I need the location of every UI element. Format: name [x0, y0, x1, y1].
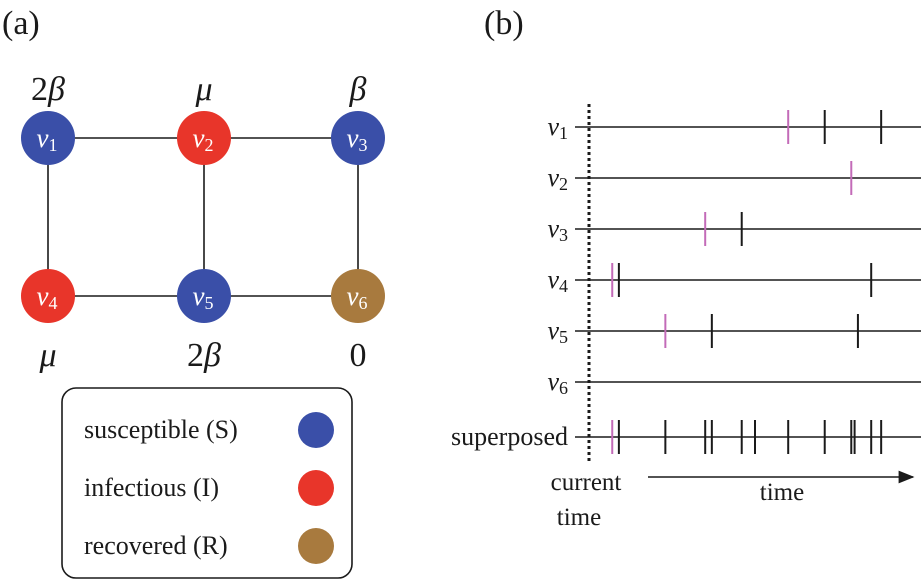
legend-swatch-s	[298, 412, 334, 448]
node-v5	[177, 269, 231, 323]
time-axis-label: time	[760, 479, 804, 506]
rate-label-v5: 2β	[187, 337, 221, 374]
row-label-v4: v4	[547, 265, 568, 296]
legend-swatch-i	[298, 470, 334, 506]
panel-a-label: (a)	[2, 5, 40, 42]
row-label-v5: v5	[547, 316, 568, 347]
rate-label-v4: μ	[38, 337, 56, 374]
current-time-label-2: time	[557, 504, 601, 531]
legend-box	[61, 387, 353, 579]
node-label-v3: v3	[347, 123, 368, 155]
legend-label-s: susceptible (S)	[84, 415, 238, 444]
node-label-v5: v5	[193, 281, 214, 313]
panel-b-label: (b)	[484, 5, 524, 42]
row-label-v1: v1	[547, 112, 568, 143]
node-label-v6: v6	[347, 281, 368, 313]
row-label-v6: v6	[547, 367, 568, 398]
node-v2	[177, 111, 231, 165]
current-time-label-1: current	[551, 469, 622, 496]
event-timeline: v1 v2 v3 v4 v5 v6 superposed	[451, 110, 921, 454]
legend-label-r: recovered (R)	[84, 531, 228, 560]
node-label-v4: v4	[37, 281, 58, 313]
node-v3	[331, 111, 385, 165]
node-v6	[331, 269, 385, 323]
node-label-v1: v1	[37, 123, 58, 155]
node-v4	[21, 269, 75, 323]
legend-label-i: infectious (I)	[84, 473, 219, 502]
node-v1	[21, 111, 75, 165]
row-label-superposed: superposed	[451, 422, 568, 451]
network-graph: v1 2β v2 μ v3 β v4 μ v5 2β v6 0	[21, 71, 385, 374]
rate-label-v6: 0	[350, 337, 367, 374]
legend-swatch-r	[298, 528, 334, 564]
node-label-v2: v2	[193, 123, 214, 155]
rate-label-v1: 2β	[31, 71, 65, 108]
rate-label-v3: β	[349, 71, 367, 108]
row-label-v2: v2	[547, 163, 568, 194]
rate-label-v2: μ	[194, 71, 212, 108]
row-label-v3: v3	[547, 214, 568, 245]
legend: susceptible (S) infectious (I) recovered (…	[84, 412, 334, 564]
